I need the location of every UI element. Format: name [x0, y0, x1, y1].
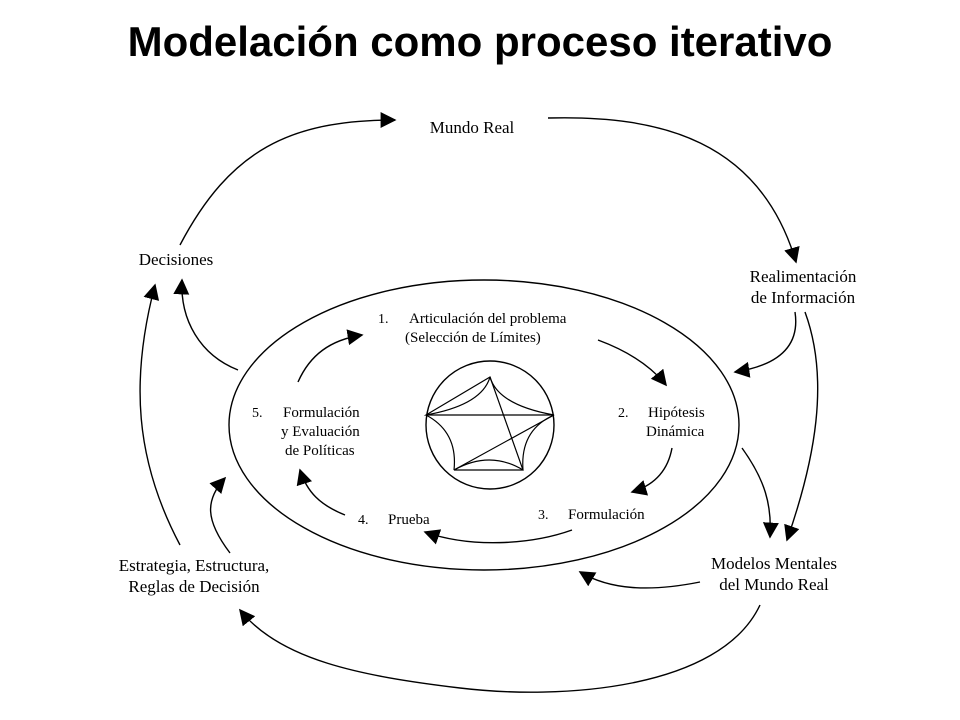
step2-label-line1: Hipótesis — [648, 405, 705, 421]
arrow-step5-to-step1 — [297, 329, 364, 383]
step4-label-line1: Prueba — [388, 512, 430, 528]
node-decisiones: Decisiones — [139, 250, 214, 269]
node-realimentacion-line1: Realimentación — [750, 267, 857, 286]
step1-label-line1: Articulación del problema — [409, 311, 567, 327]
step1-label-line2: (Selección de Límites) — [405, 330, 541, 346]
step1-number: 1. — [378, 312, 389, 327]
node-modelos-line1: Modelos Mentales — [711, 554, 837, 573]
arrow-step1-to-step2 — [597, 339, 668, 387]
arrow-realimentacion-to-model — [733, 311, 797, 378]
step5-label-line3: de Políticas — [285, 443, 355, 459]
step2-label-line2: Dinámica — [646, 424, 705, 440]
page-title: Modelación como proceso iterativo — [127, 18, 833, 65]
step4-number: 4. — [358, 513, 369, 528]
arrow-model-to-modelos — [741, 447, 779, 539]
node-realimentacion-line2: de Información — [751, 288, 856, 307]
node-modelos-line2: del Mundo Real — [719, 575, 829, 594]
arrow-realimentacion-to-modelos — [784, 311, 819, 542]
arrow-mundo-real-to-realimentacion — [547, 117, 800, 264]
arrow-model-to-decisiones — [173, 278, 239, 371]
node-mundo-real: Mundo Real — [430, 118, 515, 137]
node-estrategia-line1: Estrategia, Estructura, — [119, 556, 270, 575]
arrow-step3-to-step4 — [423, 529, 573, 545]
modeling-cycle-ellipse — [228, 279, 740, 571]
step3-number: 3. — [538, 508, 549, 523]
step2-number: 2. — [618, 406, 629, 421]
step3-label-line1: Formulación — [568, 507, 645, 523]
arrow-decisiones-to-mundo-real — [179, 112, 397, 246]
arrow-step2-to-step3 — [630, 447, 673, 496]
arrow-modelos-to-estrategia — [238, 604, 761, 693]
arrow-estrategia-to-decisiones — [139, 283, 181, 546]
step5-label-line2: y Evaluación — [281, 424, 360, 440]
pentagram-emblem — [423, 360, 555, 490]
node-estrategia-line2: Reglas de Decisión — [128, 577, 260, 596]
step5-label-line1: Formulación — [283, 405, 360, 421]
arrow-step4-to-step5 — [296, 468, 346, 516]
arrow-estrategia-to-model — [209, 476, 231, 554]
step5-number: 5. — [252, 406, 263, 421]
arrow-modelos-to-model — [578, 571, 701, 589]
